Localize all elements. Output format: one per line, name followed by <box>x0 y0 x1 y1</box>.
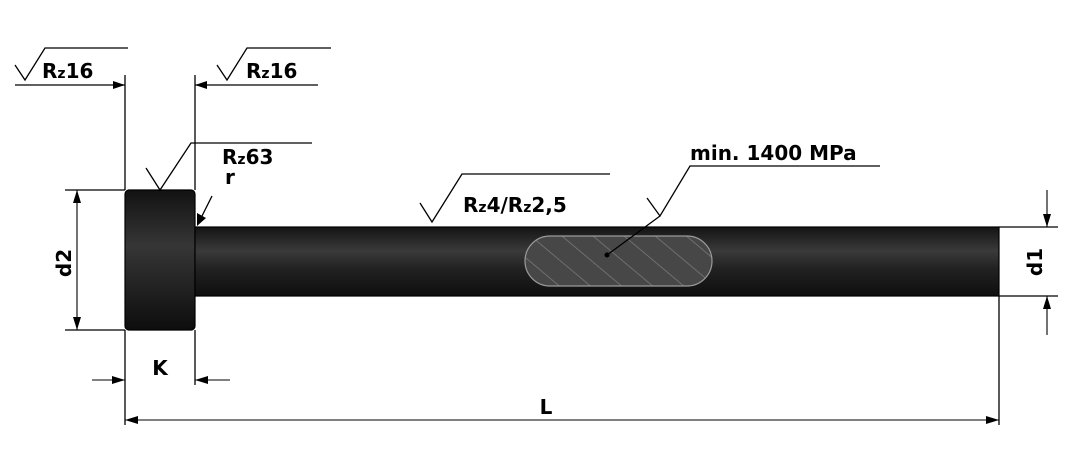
surface-symbol-head-top: Rz63 <box>145 142 312 192</box>
strength-leader-dot <box>604 252 610 258</box>
surface-symbol-head-left: Rz16 <box>14 47 128 89</box>
dimension-k: K <box>92 356 230 384</box>
radius-callout: r <box>197 165 235 226</box>
dimension-d1: d1 <box>1023 190 1051 335</box>
dimension-d2: d2 <box>52 190 81 330</box>
radius-label: r <box>225 165 235 189</box>
pin-head <box>124 189 196 331</box>
strength-callout: min. 1400 MPa <box>604 141 880 258</box>
strength-label: min. 1400 MPa <box>690 141 857 165</box>
dimension-label-d2: d2 <box>52 249 76 277</box>
surface-symbol-shaft: Rz4/Rz2,5 <box>419 173 610 224</box>
dimension-l: L <box>125 395 999 424</box>
surface-symbol-head-right: Rz16 <box>195 47 331 89</box>
surface-label-head-right: Rz16 <box>246 59 297 83</box>
dimension-label-d1: d1 <box>1023 248 1047 276</box>
surface-label-head-top: Rz63 <box>222 145 273 169</box>
pin-body <box>124 189 1000 331</box>
dimension-label-l: L <box>540 395 553 419</box>
hardness-zone <box>524 235 713 287</box>
extension-lines <box>65 75 1058 425</box>
dimension-label-k: K <box>152 356 169 380</box>
surface-label-head-left: Rz16 <box>42 59 93 83</box>
surface-label-shaft: Rz4/Rz2,5 <box>463 193 567 217</box>
